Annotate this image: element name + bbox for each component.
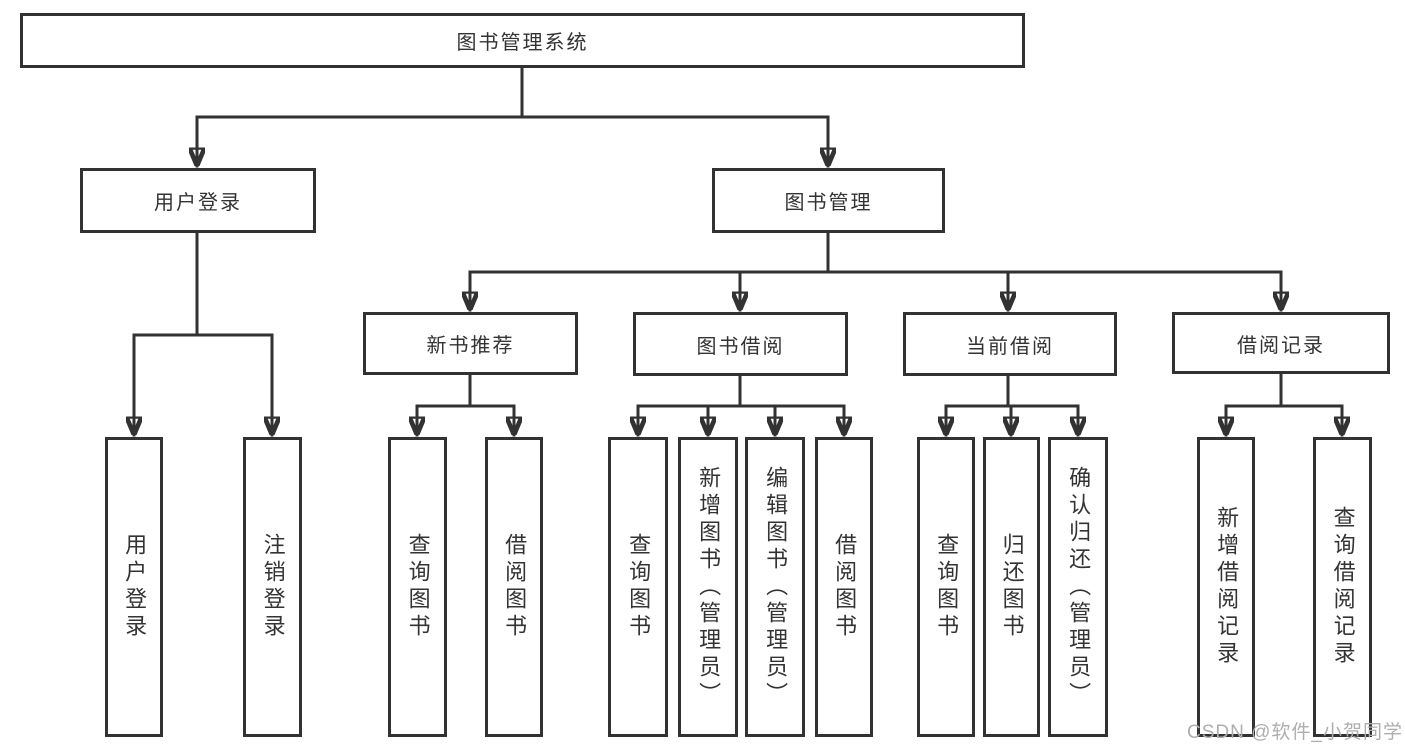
leaf-query-book-2-label: 查询图书 [626,533,652,641]
leaf-return-book: 归还图书 [983,437,1040,737]
node-book-borrow-label: 图书借阅 [696,335,785,358]
edge-book-borrow-to-leaves [638,373,844,437]
edge-root-to-level2 [197,66,828,168]
leaf-logout-label: 注销登录 [260,533,286,641]
leaf-query-borrow-record-label: 查询借阅记录 [1330,506,1356,668]
node-borrow-record-label: 借阅记录 [1237,334,1325,357]
leaf-confirm-return-admin: 确认归还（管理员） [1048,437,1108,737]
leaf-add-book-admin: 新增图书（管理员） [678,437,738,737]
leaf-query-book-1: 查询图书 [388,437,447,737]
node-root-library-system: 图书管理系统 [20,13,1025,68]
node-user-login-label: 用户登录 [154,192,242,214]
node-borrow-record: 借阅记录 [1172,312,1390,374]
leaf-edit-book-admin-label: 编辑图书（管理员） [763,465,789,709]
leaf-query-borrow-record: 查询借阅记录 [1313,437,1372,737]
node-root-label: 图书管理系统 [456,32,589,54]
edge-book-management-to-level3 [470,231,1281,312]
leaf-borrow-book-2: 借阅图书 [815,437,873,737]
leaf-query-book-3: 查询图书 [917,437,975,737]
edge-borrow-record-to-leaves [1226,373,1342,437]
csdn-watermark: CSDN @软件_小贺同学 [1187,722,1403,743]
leaf-edit-book-admin: 编辑图书（管理员） [745,437,805,737]
leaf-return-book-label: 归还图书 [999,533,1025,641]
edge-user-login-to-leaves [134,231,272,437]
node-new-book-recommend-label: 新书推荐 [426,335,515,357]
leaf-add-borrow-record: 新增借阅记录 [1197,437,1255,737]
leaf-query-book-1-label: 查询图书 [405,533,431,641]
node-new-book-recommend: 新书推荐 [363,312,578,375]
node-current-borrow-label: 当前借阅 [966,335,1054,358]
leaf-query-book-2: 查询图书 [608,437,668,737]
leaf-borrow-book-1-label: 借阅图书 [502,533,528,641]
leaf-borrow-book-2-label: 借阅图书 [832,533,858,641]
leaf-add-book-admin-label: 新增图书（管理员） [696,465,722,709]
edge-current-borrow-to-leaves [946,373,1078,437]
leaf-add-borrow-record-label: 新增借阅记录 [1214,506,1240,668]
leaf-confirm-return-admin-label: 确认归还（管理员） [1066,465,1092,709]
leaf-user-login-label: 用户登录 [122,533,148,641]
leaf-borrow-book-1: 借阅图书 [485,437,543,737]
leaf-user-login: 用户登录 [105,437,163,737]
node-current-borrow: 当前借阅 [903,312,1117,376]
leaf-query-book-3-label: 查询图书 [934,533,960,641]
node-user-login: 用户登录 [80,168,316,233]
node-book-management: 图书管理 [712,168,945,233]
node-book-management-label: 图书管理 [784,192,873,214]
node-book-borrow: 图书借阅 [633,312,848,376]
edge-new-book-recommend-to-leaves [417,373,514,437]
leaf-logout: 注销登录 [243,437,302,737]
